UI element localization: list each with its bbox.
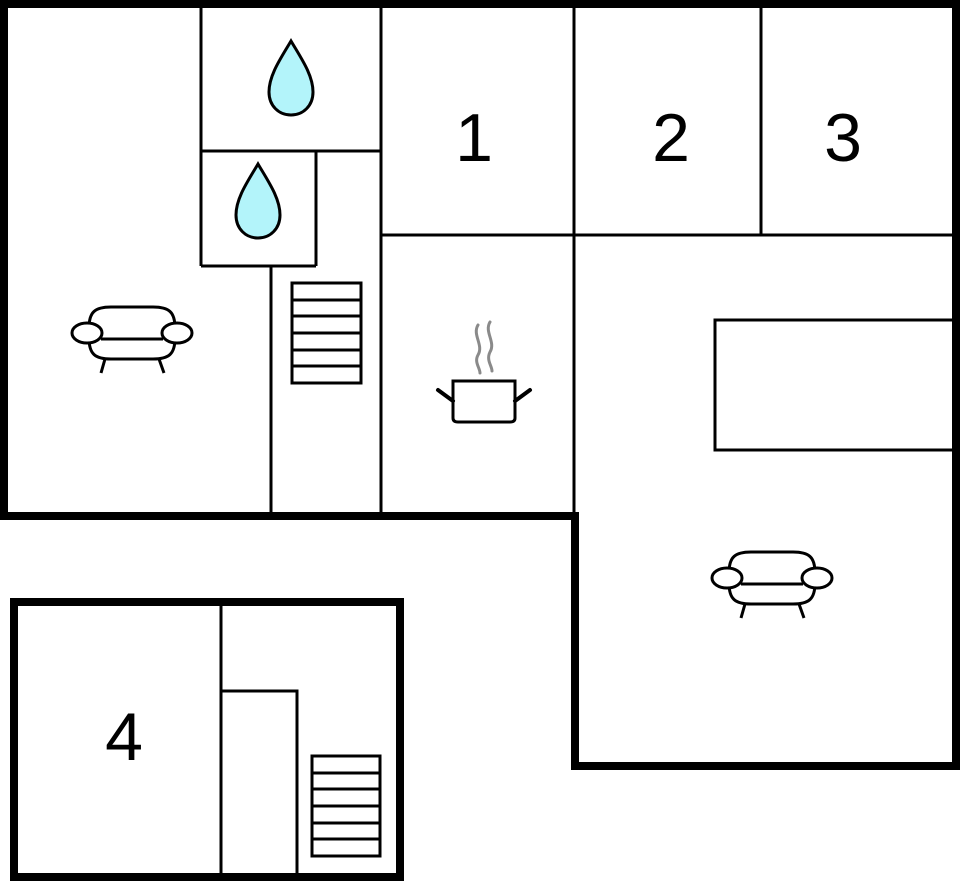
- stairs-icon: [310, 754, 382, 858]
- exterior-wall-annex: [10, 598, 404, 881]
- interior-walls-upper: [199, 4, 958, 516]
- room-label-2: 2: [652, 100, 690, 176]
- water-drop-icon: [234, 161, 282, 240]
- cooking-pot-icon: [436, 320, 532, 424]
- armchair-icon: [710, 550, 834, 619]
- room-label-1: 1: [455, 100, 493, 176]
- exterior-wall-main: [0, 0, 960, 770]
- interior-walls-annex: [219, 602, 299, 877]
- room-label-4: 4: [105, 699, 143, 775]
- armchair-icon: [70, 305, 194, 374]
- room-label-3: 3: [824, 100, 862, 176]
- stairs-icon: [290, 281, 363, 385]
- water-drop-icon: [267, 38, 315, 117]
